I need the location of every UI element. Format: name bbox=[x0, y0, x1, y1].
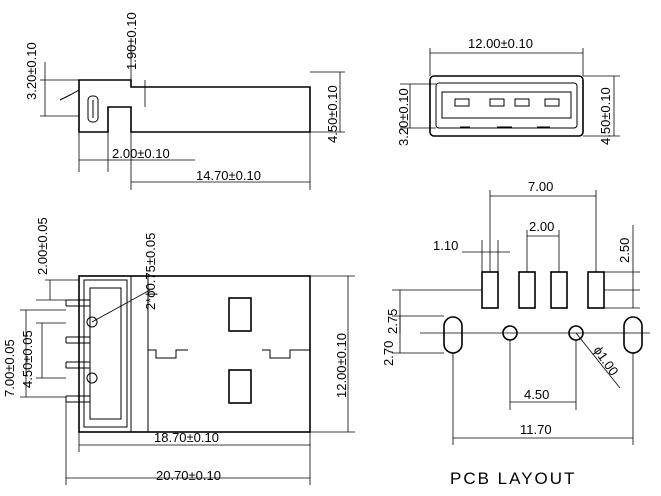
pcb-dim-pad-length: 2.50 bbox=[617, 238, 632, 263]
top-dim-hole: 2*ϕ0.75±0.05 bbox=[143, 233, 158, 310]
pcb-layout: 7.00 2.00 1.10 2.50 2.75 2.70 ϕ1.00 4.50… bbox=[381, 179, 650, 488]
front-dim-outer-height: 4.50±0.10 bbox=[598, 87, 613, 145]
pcb-dim-pad-width: 1.10 bbox=[433, 238, 458, 253]
pcb-dim-hole-spacing: 4.50 bbox=[524, 387, 549, 402]
top-dim-overall-length: 20.70±0.10 bbox=[156, 468, 221, 483]
pcb-dim-pad-pitch: 2.00 bbox=[529, 219, 554, 234]
pcb-dim-outer-pads: 7.00 bbox=[528, 179, 553, 194]
pcb-pad-1 bbox=[481, 271, 499, 309]
pcb-dim-row-gap: 2.75 bbox=[385, 309, 400, 334]
top-view: 2.00±0.05 7.00±0.05 4.50±0.05 2*ϕ0.75±0.… bbox=[2, 217, 355, 485]
side-dim-height-step: 1.90±0.10 bbox=[124, 12, 139, 70]
side-view: 3.20±0.10 1.90±0.10 4.50±0.10 2.00±0.10 … bbox=[24, 12, 345, 190]
top-dim-pin-offset: 2.00±0.05 bbox=[35, 217, 50, 275]
top-dim-body-length: 18.70±0.10 bbox=[154, 430, 219, 445]
pcb-layout-title: PCB LAYOUT bbox=[450, 469, 576, 488]
pcb-dim-hole-diameter: ϕ1.00 bbox=[591, 343, 622, 378]
pcb-pad-4 bbox=[587, 271, 605, 309]
pcb-slot-right bbox=[623, 316, 643, 354]
side-dim-length: 14.70±0.10 bbox=[196, 168, 261, 183]
pcb-dim-slot-height: 2.70 bbox=[381, 341, 396, 366]
front-dim-inner-height: 3.20±0.10 bbox=[396, 88, 411, 146]
pcb-pad-2 bbox=[518, 271, 536, 309]
side-dim-offset: 2.00±0.10 bbox=[112, 146, 170, 161]
pcb-pad-3 bbox=[550, 271, 568, 309]
front-view: 12.00±0.10 3.20±0.10 4.50±0.10 bbox=[396, 36, 620, 146]
front-dim-width: 12.00±0.10 bbox=[468, 36, 533, 51]
pcb-slot-left bbox=[443, 316, 463, 354]
side-dim-front-height: 4.50±0.10 bbox=[325, 85, 340, 143]
pcb-dim-slot-spacing: 11.70 bbox=[520, 422, 552, 437]
top-dim-body-width: 12.00±0.10 bbox=[334, 333, 349, 398]
side-dim-height-total: 3.20±0.10 bbox=[24, 42, 39, 100]
top-dim-pitch: 7.00±0.05 bbox=[2, 339, 17, 397]
top-dim-inner-pitch: 4.50±0.05 bbox=[20, 330, 35, 388]
